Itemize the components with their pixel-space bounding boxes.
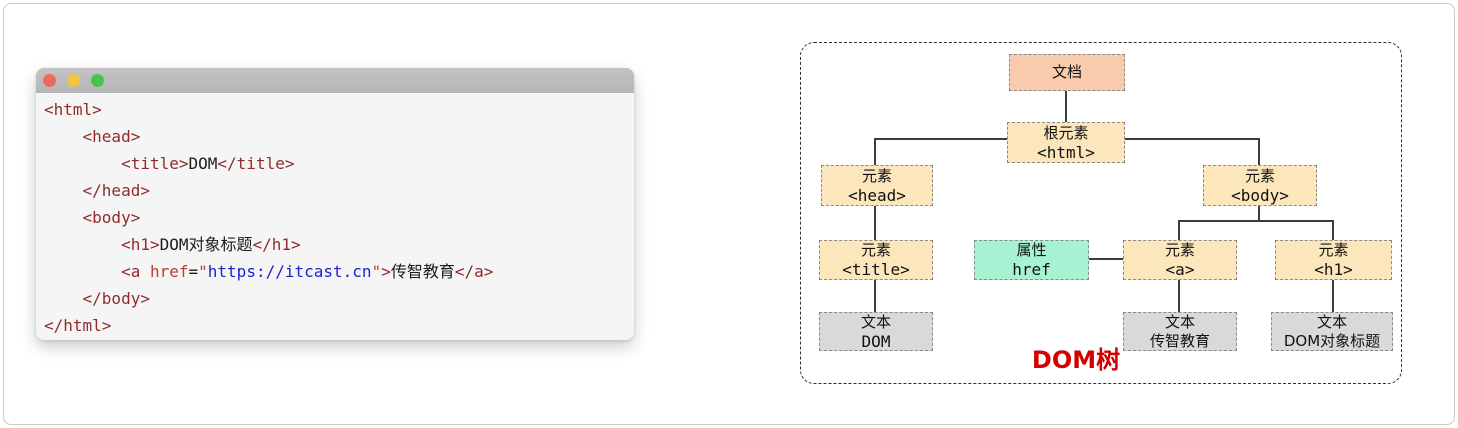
tree-node-label: <body>: [1231, 185, 1289, 205]
code-line: </head>: [82, 181, 150, 200]
close-button-icon[interactable]: [43, 74, 56, 87]
tree-connector-line: [1178, 278, 1180, 313]
tree-node-label: 属性: [1016, 241, 1047, 259]
tree-connector-line: [1123, 138, 1260, 140]
tree-connector-line: [1087, 258, 1123, 260]
window-titlebar: [36, 68, 634, 93]
tree-node-root-html: 根元素<html>: [1007, 122, 1125, 163]
tree-node-label: <a>: [1165, 260, 1195, 279]
tree-connector-line: [1332, 278, 1334, 313]
tree-node-el-title: 元素<title>: [819, 240, 933, 280]
tree-connector-line: [1065, 89, 1067, 123]
tree-node-label: <html>: [1037, 142, 1095, 162]
tree-node-label: 文本: [1164, 312, 1195, 331]
tree-connector-line: [874, 204, 876, 241]
tree-node-label: 元素: [1318, 241, 1349, 259]
tree-node-label: 根元素: [1043, 123, 1089, 142]
tree-node-label: <title>: [842, 260, 910, 279]
tree-node-label: href: [1012, 260, 1051, 279]
code-line: <a href="https://itcast.cn">传智教育</a>: [121, 262, 494, 281]
code-line: <head>: [82, 127, 141, 146]
code-line: <body>: [82, 208, 141, 227]
tree-connector-line: [874, 278, 876, 313]
minimize-button-icon[interactable]: [67, 74, 80, 87]
tree-node-label: 传智教育: [1149, 331, 1210, 350]
tree-node-label: 元素: [861, 166, 892, 185]
tree-node-label: DOM: [861, 331, 891, 351]
tree-node-text-a: 文本传智教育: [1123, 312, 1237, 351]
tree-node-document: 文档: [1009, 54, 1125, 91]
tree-node-label: 文本: [860, 312, 891, 331]
code-line: </html>: [44, 316, 112, 335]
tree-node-label: <h1>: [1314, 260, 1353, 279]
dom-tree-diagram: DOM树 文档根元素<html>元素<head>元素<body>元素<title…: [800, 42, 1402, 384]
tree-node-el-a: 元素<a>: [1123, 240, 1237, 280]
tree-node-label: <head>: [848, 185, 906, 205]
tree-connector-line: [1258, 138, 1260, 166]
tree-node-el-body: 元素<body>: [1203, 165, 1317, 206]
code-area: <html> <head> <title>DOM</title> </head> <bo…: [36, 93, 634, 339]
zoom-button-icon[interactable]: [91, 74, 104, 87]
tree-node-label: 元素: [1244, 166, 1275, 185]
tree-connector-line: [874, 138, 1009, 140]
code-line: <html>: [44, 100, 102, 119]
tree-node-el-h1: 元素<h1>: [1275, 240, 1392, 280]
tree-node-el-head: 元素<head>: [821, 165, 933, 206]
tree-connector-line: [1332, 220, 1334, 241]
code-editor-window: <html> <head> <title>DOM</title> </head> <bo…: [36, 68, 634, 340]
tree-node-label: 元素: [860, 241, 891, 259]
tree-node-label: 元素: [1164, 241, 1195, 259]
diagram-caption: DOM树: [1031, 346, 1121, 374]
tree-node-label: 文档: [1051, 63, 1082, 81]
tree-connector-line: [1258, 204, 1260, 222]
tree-node-label: 文本: [1316, 312, 1347, 331]
code-line: <h1>DOM对象标题</h1>: [121, 235, 301, 254]
tree-node-label: DOM对象标题: [1283, 331, 1381, 350]
code-line: <title>DOM</title>: [121, 154, 295, 173]
code-line: </body>: [82, 289, 150, 308]
tree-connector-line: [1178, 220, 1180, 241]
tree-connector-line: [1178, 220, 1334, 222]
tree-connector-line: [874, 138, 876, 166]
